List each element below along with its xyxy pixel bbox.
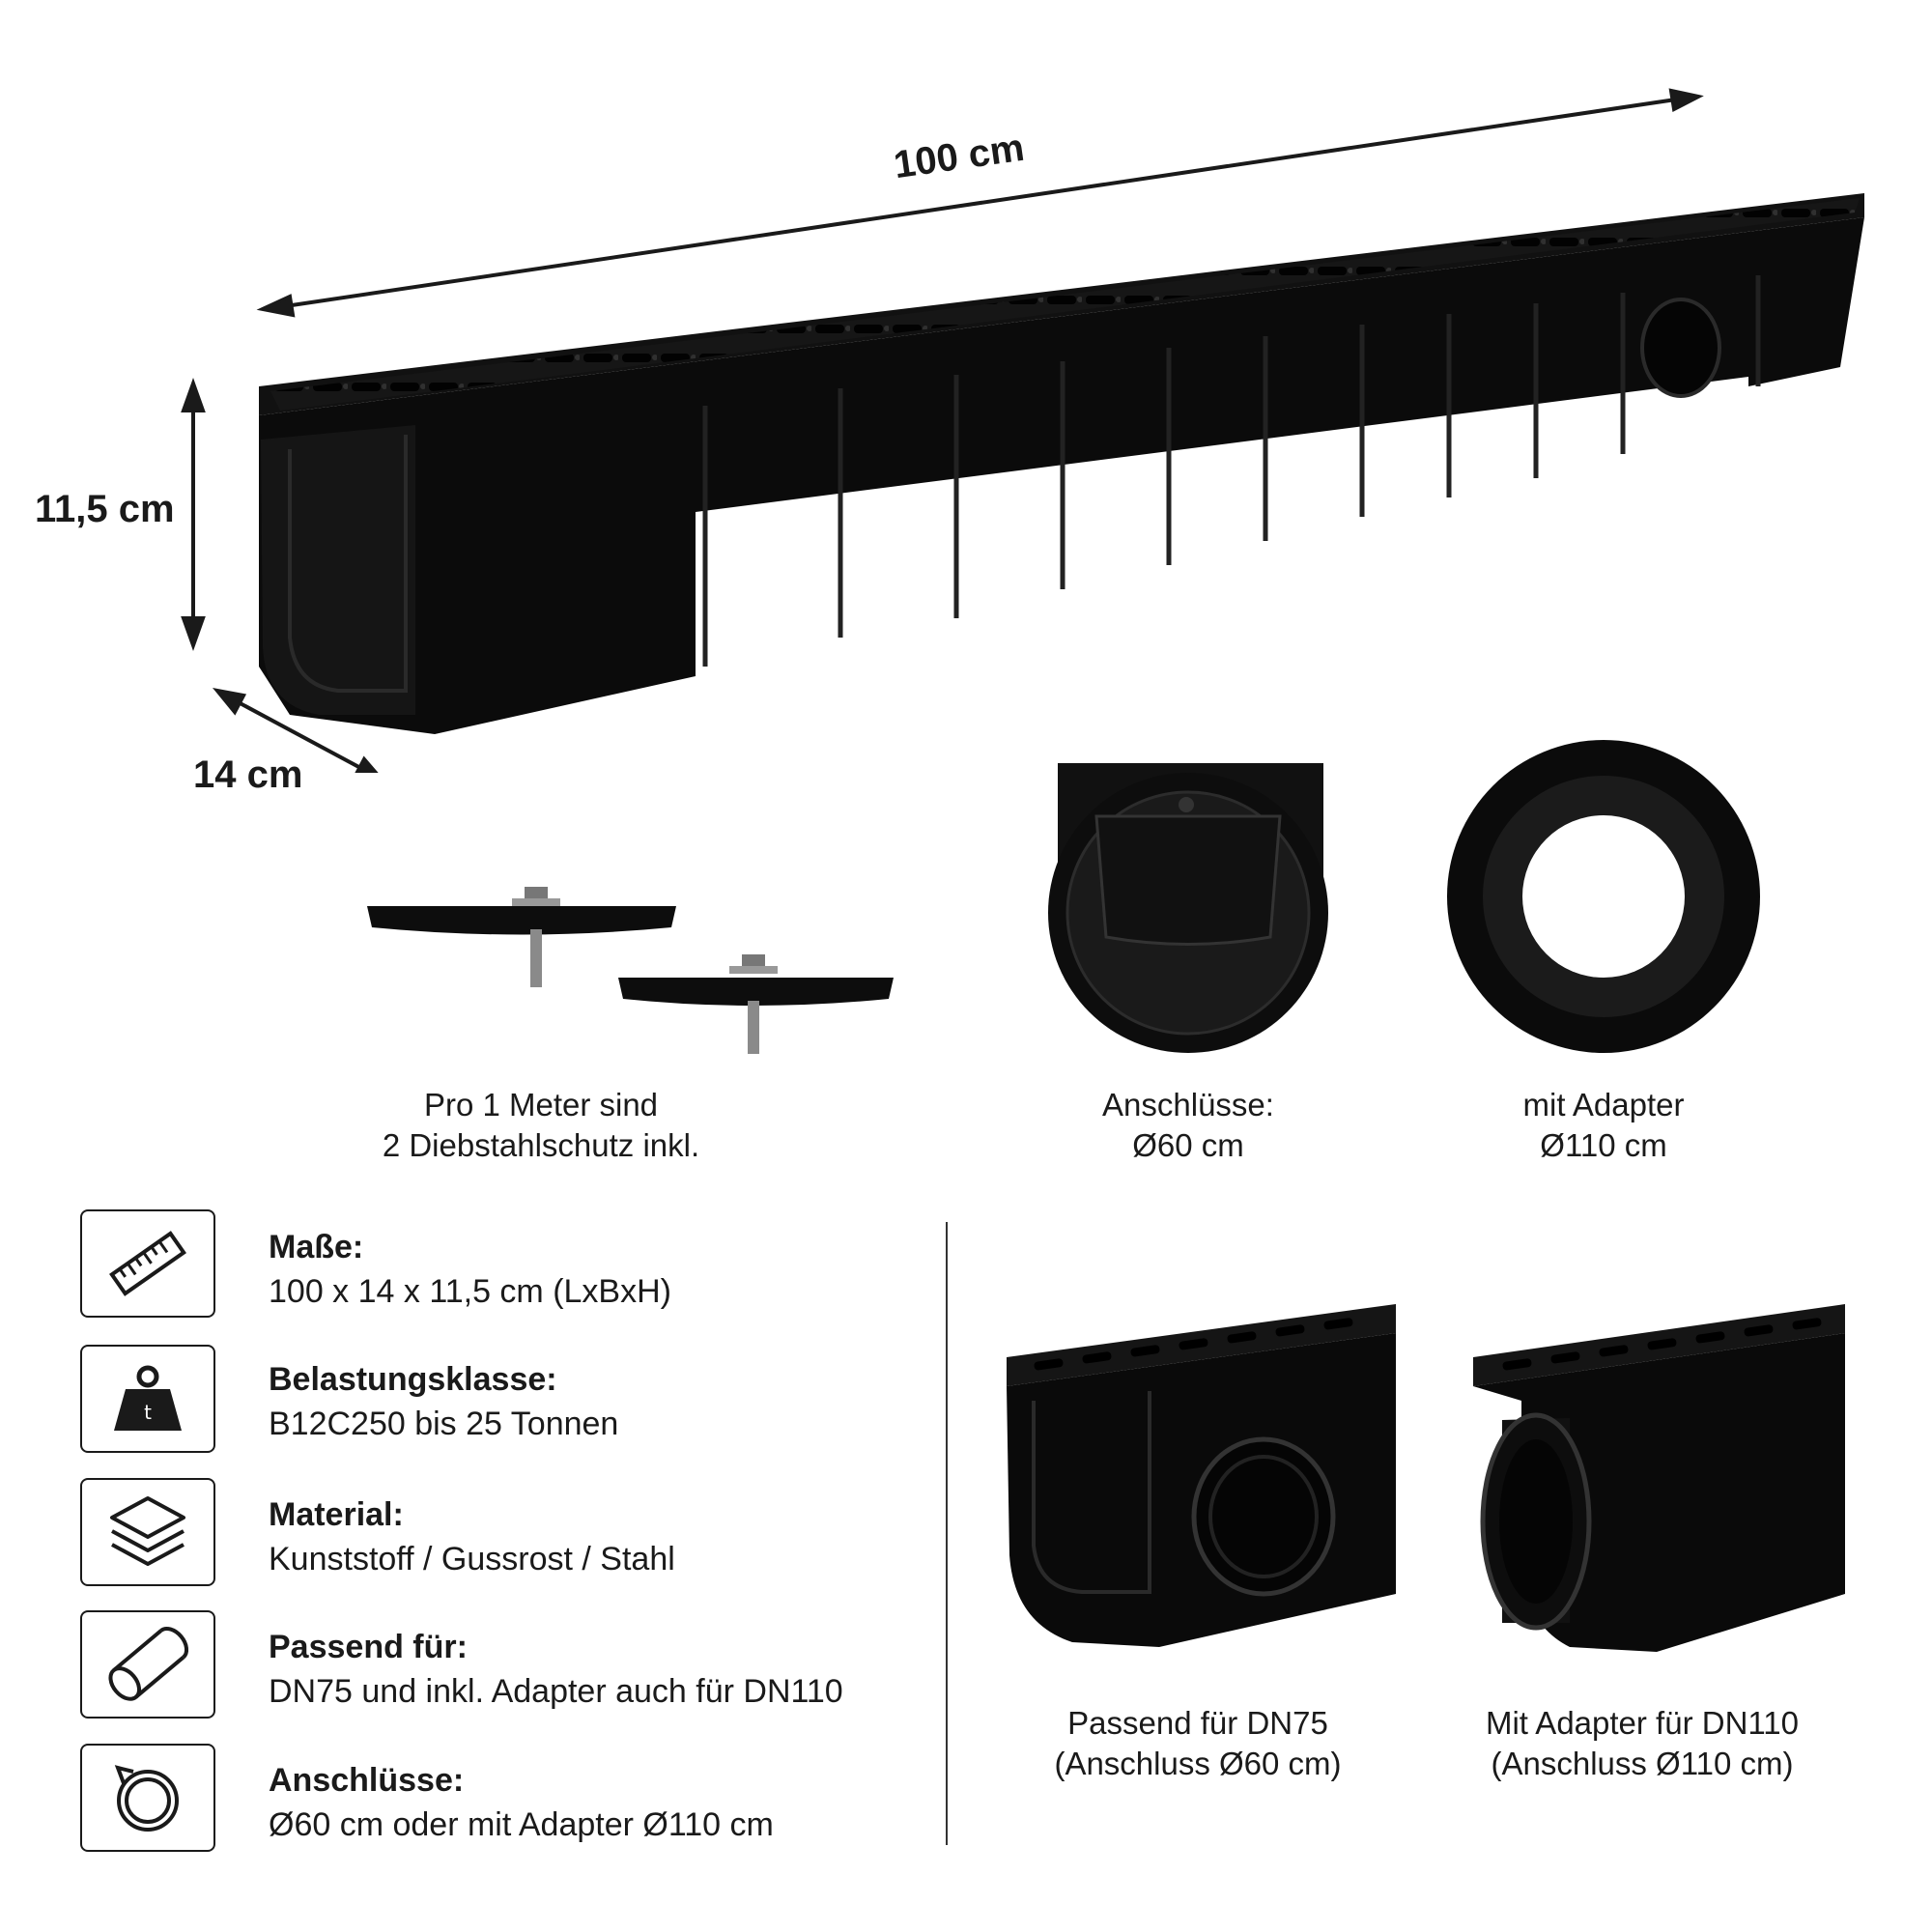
spec-connections: Anschlüsse: Ø60 cm oder mit Adapter Ø110… <box>269 1758 774 1847</box>
spec-value: DN75 und inkl. Adapter auch für DN110 <box>269 1673 843 1710</box>
spec-title: Material: <box>269 1496 404 1533</box>
caption-line: Mit Adapter für DN110 <box>1485 1705 1800 1741</box>
spec-value: Ø60 cm oder mit Adapter Ø110 cm <box>269 1806 774 1843</box>
caption-line: (Anschluss Ø110 cm) <box>1491 1746 1794 1781</box>
weight-icon: t <box>80 1345 215 1453</box>
caption-line: Pro 1 Meter sind <box>423 1087 659 1122</box>
theft-protection-caption: Pro 1 Meter sind 2 Diebstahlschutz inkl. <box>348 1085 734 1166</box>
layers-icon <box>80 1478 215 1586</box>
end-cap-image <box>1048 763 1328 1053</box>
dn75-caption: Passend für DN75 (Anschluss Ø60 cm) <box>1024 1703 1372 1784</box>
spec-load-class: Belastungsklasse: B12C250 bis 25 Tonnen <box>269 1357 618 1446</box>
adapter-caption: mit Adapter Ø110 cm <box>1478 1085 1729 1166</box>
caption-line: Ø110 cm <box>1540 1127 1667 1163</box>
spec-title: Belastungsklasse: <box>269 1361 557 1398</box>
dn75-channel-image <box>1007 1304 1396 1647</box>
spec-fits: Passend für: DN75 und inkl. Adapter auch… <box>269 1625 843 1714</box>
vertical-divider <box>946 1222 948 1845</box>
spec-value: B12C250 bis 25 Tonnen <box>269 1406 619 1442</box>
ruler-icon <box>80 1209 215 1318</box>
coil-icon <box>80 1744 215 1852</box>
adapter-ring-image <box>1447 740 1760 1053</box>
dn110-caption: Mit Adapter für DN110 (Anschluss Ø110 cm… <box>1449 1703 1835 1784</box>
connections-caption: Anschlüsse: Ø60 cm <box>1063 1085 1314 1166</box>
drainage-channel-image <box>181 88 1864 773</box>
caption-line: Ø60 cm <box>1132 1127 1244 1163</box>
svg-text:t: t <box>144 1401 152 1424</box>
spec-title: Maße: <box>269 1229 364 1265</box>
caption-line: mit Adapter <box>1522 1087 1685 1122</box>
caption-line: (Anschluss Ø60 cm) <box>1054 1746 1342 1781</box>
caption-line: Anschlüsse: <box>1102 1087 1274 1122</box>
spec-title: Anschlüsse: <box>269 1762 465 1799</box>
spec-material: Material: Kunststoff / Gussrost / Stahl <box>269 1492 675 1581</box>
spec-value: 100 x 14 x 11,5 cm (LxBxH) <box>269 1273 671 1310</box>
dn110-channel-image <box>1473 1304 1845 1652</box>
caption-line: Passend für DN75 <box>1067 1705 1328 1741</box>
pipe-icon <box>80 1610 215 1719</box>
width-dimension-label: 14 cm <box>193 753 303 796</box>
spec-value: Kunststoff / Gussrost / Stahl <box>269 1541 675 1577</box>
caption-line: 2 Diebstahlschutz inkl. <box>382 1127 700 1163</box>
spec-dimensions: Maße: 100 x 14 x 11,5 cm (LxBxH) <box>269 1225 671 1314</box>
theft-protection-image <box>367 887 894 1054</box>
spec-title: Passend für: <box>269 1629 468 1665</box>
height-dimension-label: 11,5 cm <box>35 488 175 530</box>
